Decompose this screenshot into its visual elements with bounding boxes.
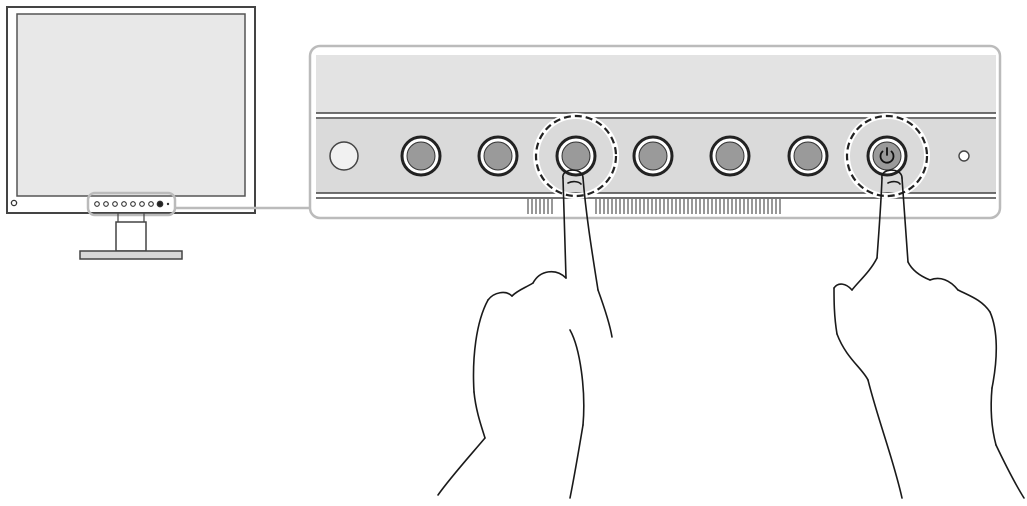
panel-indicator-button[interactable] [958, 150, 970, 162]
left-hand [437, 169, 613, 499]
monitor-illustration [6, 6, 256, 260]
button-face [638, 141, 668, 171]
panel-key-button[interactable] [632, 135, 674, 177]
highlight-dashed-circle [845, 114, 929, 198]
panel-button-row [329, 113, 970, 199]
panel-key-button[interactable] [709, 135, 751, 177]
mini-button [121, 201, 127, 207]
button-face [715, 141, 745, 171]
light-sensor [329, 141, 359, 171]
mini-button [94, 201, 100, 207]
button-face [483, 141, 513, 171]
monitor-stand-base [79, 250, 183, 260]
mini-button [112, 201, 118, 207]
panel-power-button[interactable] [844, 113, 930, 199]
mini-indicator [166, 202, 170, 206]
panel-sensor-button[interactable] [329, 141, 359, 171]
button-face [793, 141, 823, 171]
zoomed-panel [308, 44, 1002, 220]
right-hand [833, 169, 1025, 499]
panel-key-button[interactable] [400, 135, 442, 177]
button-face [561, 141, 591, 171]
panel-top-surface [316, 55, 996, 113]
panel-key-button[interactable] [787, 135, 829, 177]
power-icon [879, 147, 895, 164]
monitor-screen [16, 13, 246, 197]
monitor-stand-neck [115, 221, 147, 252]
ventilation-grille [527, 199, 781, 214]
monitor-button-highlight [86, 191, 177, 217]
monitor-button-row [94, 200, 170, 208]
monitor-sensor-icon [10, 199, 18, 207]
mini-button [103, 201, 109, 207]
mini-button [139, 201, 145, 207]
panel-key-button[interactable] [477, 135, 519, 177]
button-face [872, 141, 902, 171]
power-indicator-light [958, 150, 970, 162]
mini-button [148, 201, 154, 207]
mini-button [130, 201, 136, 207]
button-face [406, 141, 436, 171]
mini-power-button [156, 200, 164, 208]
highlight-dashed-circle [534, 114, 618, 198]
